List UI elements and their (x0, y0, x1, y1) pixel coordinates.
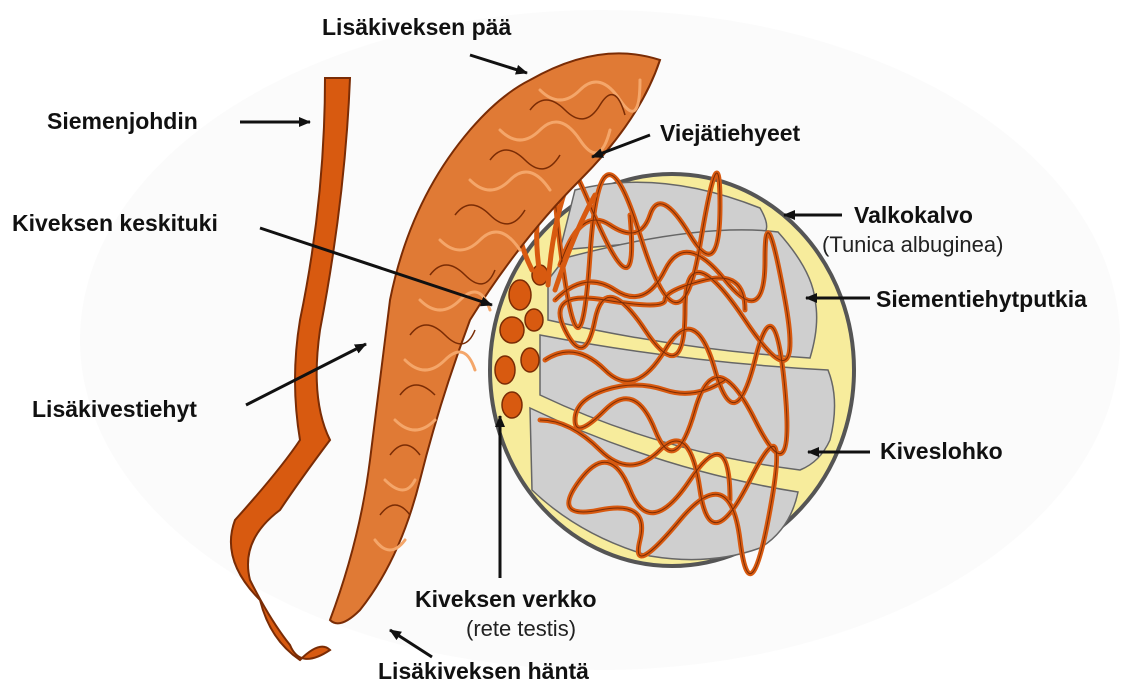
label-epididymis-tail: Lisäkiveksen häntä (378, 660, 589, 683)
label-seminiferous: Siementiehytputkia (876, 288, 1087, 311)
label-tunica-title: Valkokalvo (854, 204, 973, 227)
label-epididymal-duct: Lisäkivestiehyt (32, 398, 197, 421)
label-vas-deferens: Siemenjohdin (47, 110, 198, 133)
label-tunica-sub: (Tunica albuginea) (822, 234, 1003, 256)
label-epididymis-head: Lisäkiveksen pää (322, 16, 511, 39)
label-rete-title: Kiveksen verkko (415, 588, 597, 611)
label-mediastinum: Kiveksen keskituki (12, 212, 218, 235)
label-rete-sub: (rete testis) (466, 618, 576, 640)
label-efferent-ducts: Viejätiehyeet (660, 122, 800, 145)
label-lobule: Kiveslohko (880, 440, 1003, 463)
